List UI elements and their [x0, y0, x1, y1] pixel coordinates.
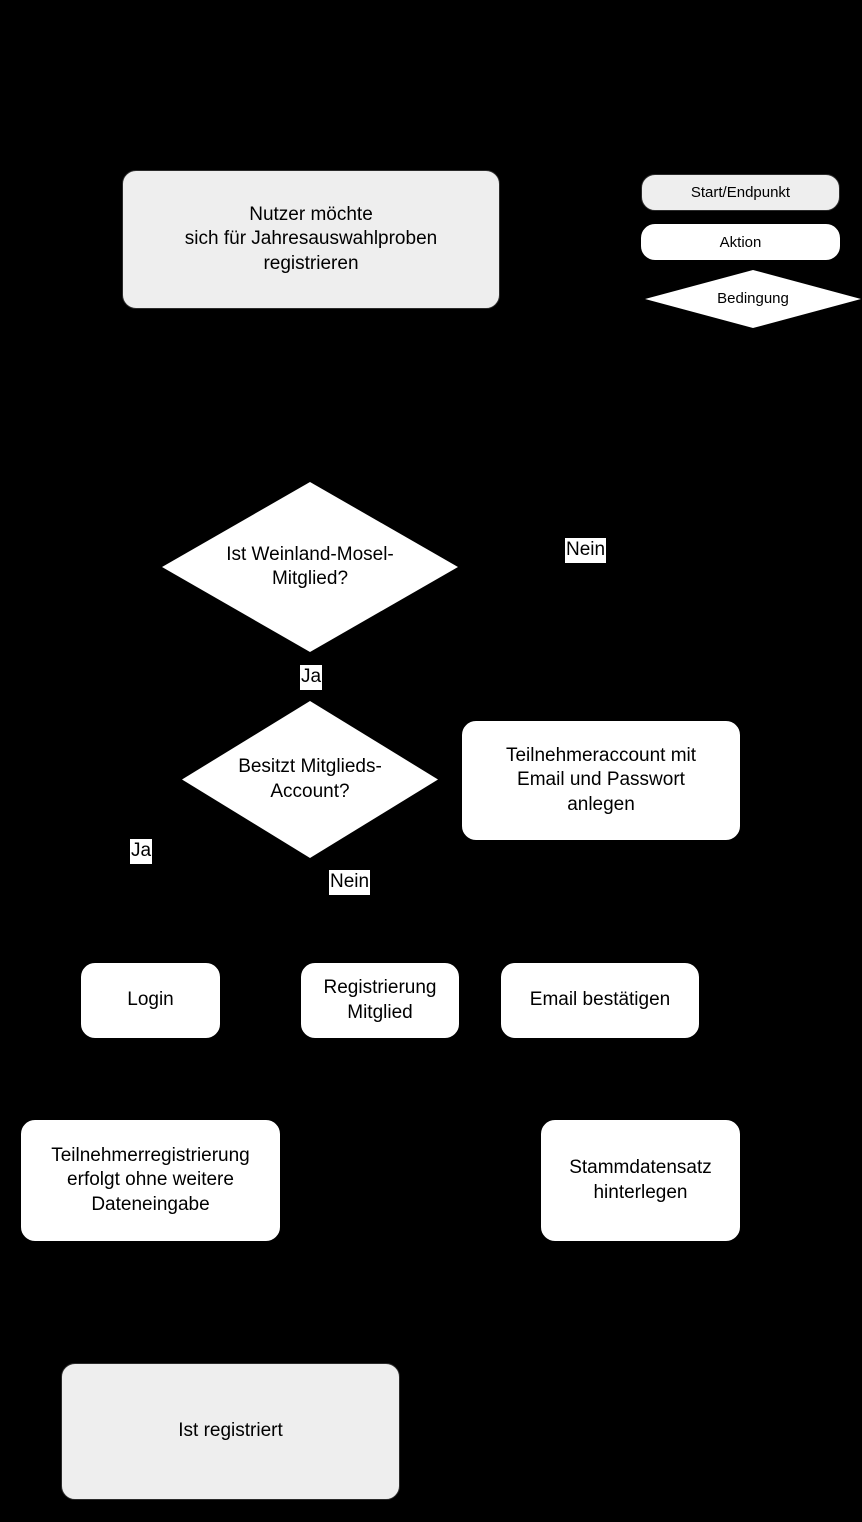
connector-start-to-decision-member	[309, 309, 311, 482]
edge-label-account-no-text: Nein	[330, 871, 370, 892]
connector-confirm-email-to-master-data	[599, 1038, 601, 1120]
node-register-member[interactable]: Registrierung Mitglied	[301, 963, 459, 1038]
node-confirm-email[interactable]: Email bestätigen	[501, 963, 699, 1038]
node-decision-account-label: Besitzt Mitglieds- Account?	[238, 756, 382, 802]
edge-label-account-no: Nein	[329, 870, 371, 895]
connector-account-yes-to-login	[150, 858, 152, 963]
node-decision-account[interactable]: Besitzt Mitglieds- Account?	[182, 701, 438, 858]
node-login[interactable]: Login	[81, 963, 220, 1038]
legend-item-bedingung: Bedingung	[645, 270, 861, 328]
edge-label-member-no-text: Nein	[566, 539, 606, 560]
legend-item-aktion-label: Aktion	[719, 233, 762, 251]
connector-account-no-to-register-member	[379, 858, 381, 963]
node-create-account[interactable]: Teilnehmeraccount mit Email und Passwort…	[462, 721, 740, 840]
node-decision-member-label: Ist Weinland-Mosel- Mitglied?	[226, 543, 394, 589]
legend-item-start-endpunkt-label: Start/Endpunkt	[690, 184, 791, 201]
connector-account-yes-horizontal	[150, 852, 310, 854]
node-end-label: Ist registriert	[178, 1420, 283, 1442]
node-start[interactable]: Nutzer möchte sich für Jahresauswahlprob…	[122, 170, 500, 309]
connector-create-account-to-confirm-email	[599, 840, 601, 963]
node-decision-member[interactable]: Ist Weinland-Mosel- Mitglied?	[162, 482, 458, 652]
node-confirm-email-label: Email bestätigen	[529, 989, 671, 1011]
legend-item-start-endpunkt: Start/Endpunkt	[641, 174, 840, 211]
node-create-account-label: Teilnehmeraccount mit Email und Passwort…	[505, 745, 697, 815]
node-register-member-label: Registrierung Mitglied	[323, 977, 437, 1023]
node-login-label: Login	[127, 989, 174, 1011]
node-end[interactable]: Ist registriert	[61, 1363, 400, 1500]
edge-label-account-yes: Ja	[130, 839, 153, 864]
edge-label-member-yes: Ja	[300, 665, 323, 690]
connector-to-end	[229, 1241, 231, 1363]
legend-item-bedingung-label: Bedingung	[717, 290, 789, 308]
connector-login-to-participant-registration	[150, 1038, 152, 1120]
connector-member-no-vertical	[599, 566, 601, 721]
connector-member-no-horizontal	[458, 566, 601, 568]
edge-label-member-no: Nein	[565, 538, 607, 563]
node-master-data[interactable]: Stammdatensatz hinterlegen	[541, 1120, 740, 1241]
legend-item-aktion: Aktion	[641, 224, 840, 260]
node-participant-registration[interactable]: Teilnehmerregistrierung erfolgt ohne wei…	[21, 1120, 280, 1241]
node-start-label: Nutzer möchte sich für Jahresauswahlprob…	[184, 204, 438, 274]
edge-label-account-yes-text: Ja	[131, 840, 152, 861]
edge-label-member-yes-text: Ja	[301, 666, 322, 687]
node-master-data-label: Stammdatensatz hinterlegen	[569, 1157, 712, 1203]
node-participant-registration-label: Teilnehmerregistrierung erfolgt ohne wei…	[51, 1145, 250, 1215]
